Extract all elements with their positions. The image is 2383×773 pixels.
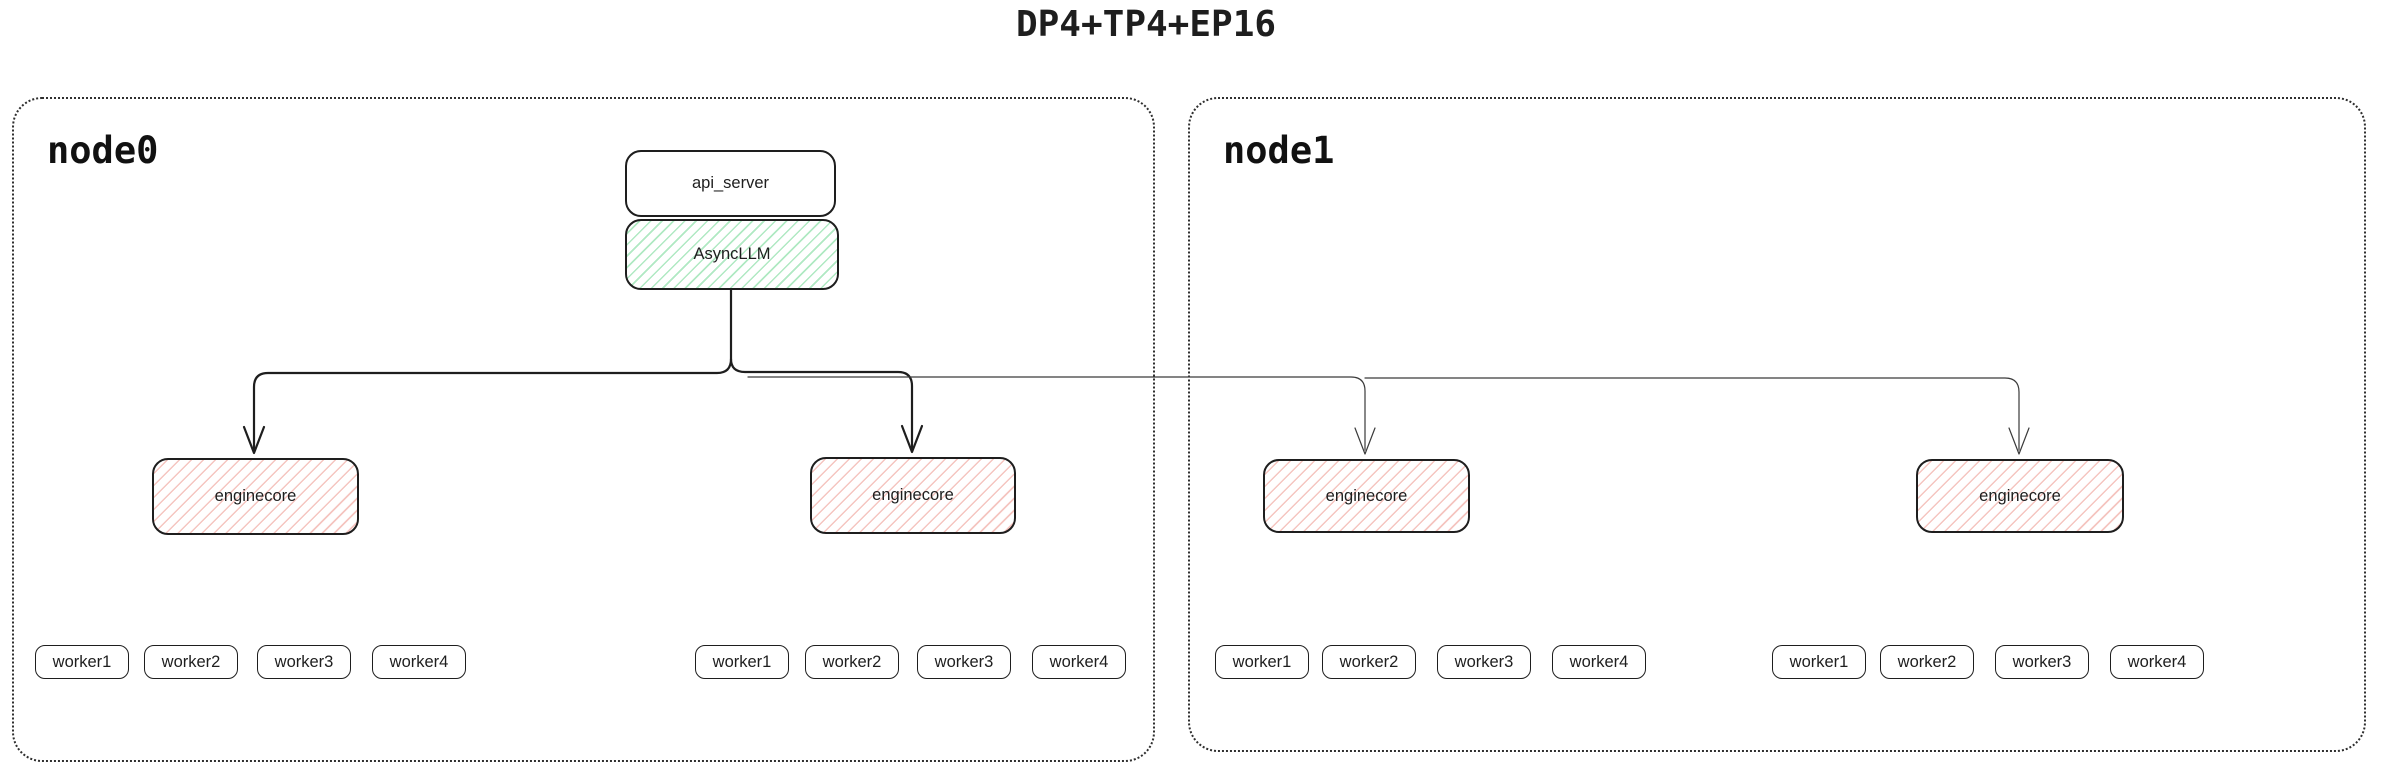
node0-group2-worker4-box: worker4 xyxy=(1032,645,1126,679)
node1-enginecore2-box: enginecore xyxy=(1916,459,2124,533)
node1-group1-worker2-box: worker2 xyxy=(1322,645,1416,679)
node1-group1-worker1-box: worker1 xyxy=(1215,645,1309,679)
node0-group1-worker4-box: worker4 xyxy=(372,645,466,679)
asyncllm-box: AsyncLLM xyxy=(625,219,839,290)
node0-group1-worker2-box: worker2 xyxy=(144,645,238,679)
diagram-title: DP4+TP4+EP16 xyxy=(1015,4,1277,45)
node0-enginecore2-box: enginecore xyxy=(810,457,1016,534)
node0-group2-worker3-box: worker3 xyxy=(917,645,1011,679)
node1-group2-worker4-box: worker4 xyxy=(2110,645,2204,679)
node0-group2-worker1-box: worker1 xyxy=(695,645,789,679)
node1-group2-worker2-box: worker2 xyxy=(1880,645,1974,679)
node1-group1-worker4-box: worker4 xyxy=(1552,645,1646,679)
node1-group2-worker1-box: worker1 xyxy=(1772,645,1866,679)
node1-enginecore1-box: enginecore xyxy=(1263,459,1470,533)
node0-group2-worker2-box: worker2 xyxy=(805,645,899,679)
node0-label: node0 xyxy=(47,129,159,172)
api-server-box: api_server xyxy=(625,150,836,217)
node0-group1-worker3-box: worker3 xyxy=(257,645,351,679)
node0-enginecore1-box: enginecore xyxy=(152,458,359,535)
node1-group1-worker3-box: worker3 xyxy=(1437,645,1531,679)
node0-group1-worker1-box: worker1 xyxy=(35,645,129,679)
node1-group2-worker3-box: worker3 xyxy=(1995,645,2089,679)
node1-label: node1 xyxy=(1223,129,1335,172)
